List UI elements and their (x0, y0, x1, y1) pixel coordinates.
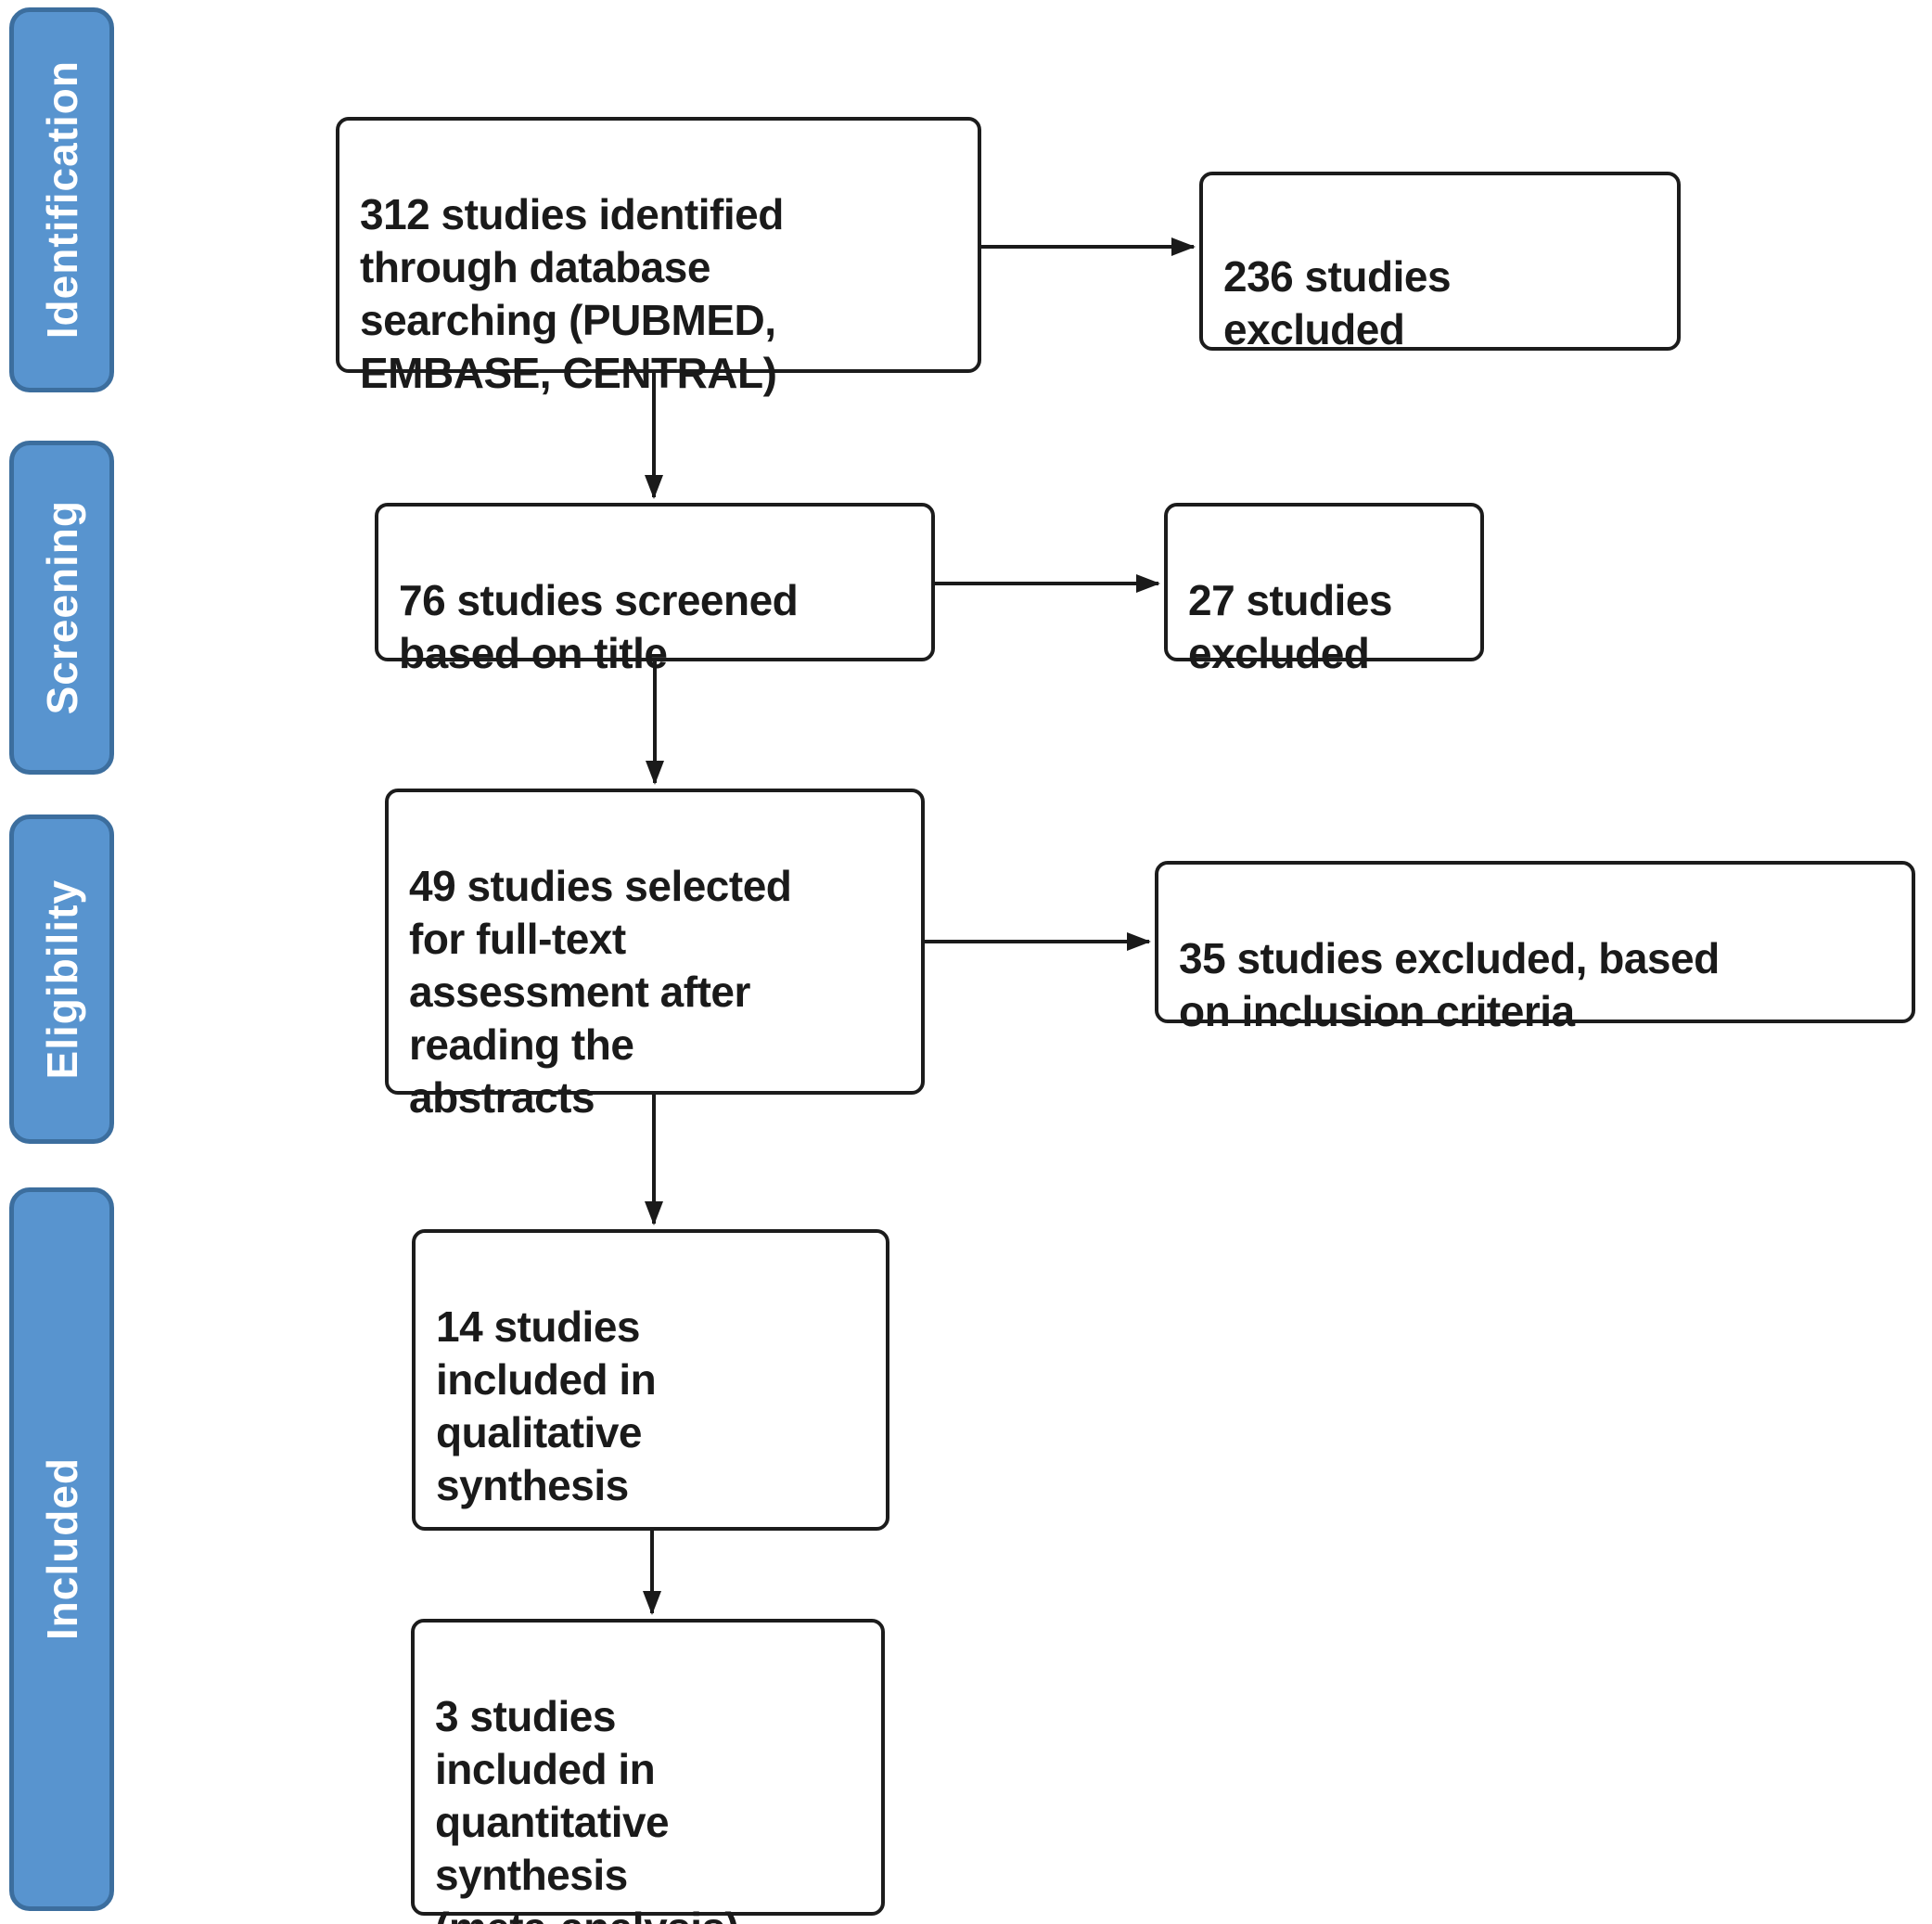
stage-label-included: Included (37, 1457, 86, 1641)
box-excluded-35: 35 studies excluded, based on inclusion … (1155, 861, 1915, 1035)
box-studies-identified: 312 studies identified through database … (336, 117, 981, 397)
stage-label-screening: Screening (37, 500, 86, 715)
box-excluded-236-text: 236 studies excluded (1223, 252, 1452, 353)
box-studies-identified-text: 312 studies identified through database … (360, 190, 784, 397)
box-excluded-236: 236 studies excluded (1199, 172, 1681, 353)
box-qualitative-synthesis: 14 studies included in qualitative synth… (412, 1229, 889, 1531)
box-fulltext-assessment: 49 studies selected for full-text assess… (385, 789, 925, 1122)
box-excluded-35-text: 35 studies excluded, based on inclusion … (1179, 934, 1720, 1035)
stage-included: Included (9, 1187, 114, 1911)
box-studies-screened-text: 76 studies screened based on title (399, 576, 799, 677)
stage-eligibility: Eligibility (9, 814, 114, 1144)
stage-identification: Identification (9, 7, 114, 392)
stage-label-identification: Identification (37, 60, 86, 340)
box-excluded-27: 27 studies excluded (1164, 503, 1484, 677)
box-qualitative-synthesis-text: 14 studies included in qualitative synth… (436, 1302, 657, 1509)
box-excluded-27-text: 27 studies excluded (1188, 576, 1393, 677)
box-studies-screened: 76 studies screened based on title (375, 503, 935, 677)
stage-screening: Screening (9, 441, 114, 775)
box-fulltext-assessment-text: 49 studies selected for full-text assess… (409, 862, 792, 1122)
box-quantitative-synthesis: 3 studies included in quantitative synth… (411, 1619, 885, 1924)
box-quantitative-synthesis-text: 3 studies included in quantitative synth… (435, 1692, 739, 1924)
stage-label-eligibility: Eligibility (37, 879, 86, 1080)
